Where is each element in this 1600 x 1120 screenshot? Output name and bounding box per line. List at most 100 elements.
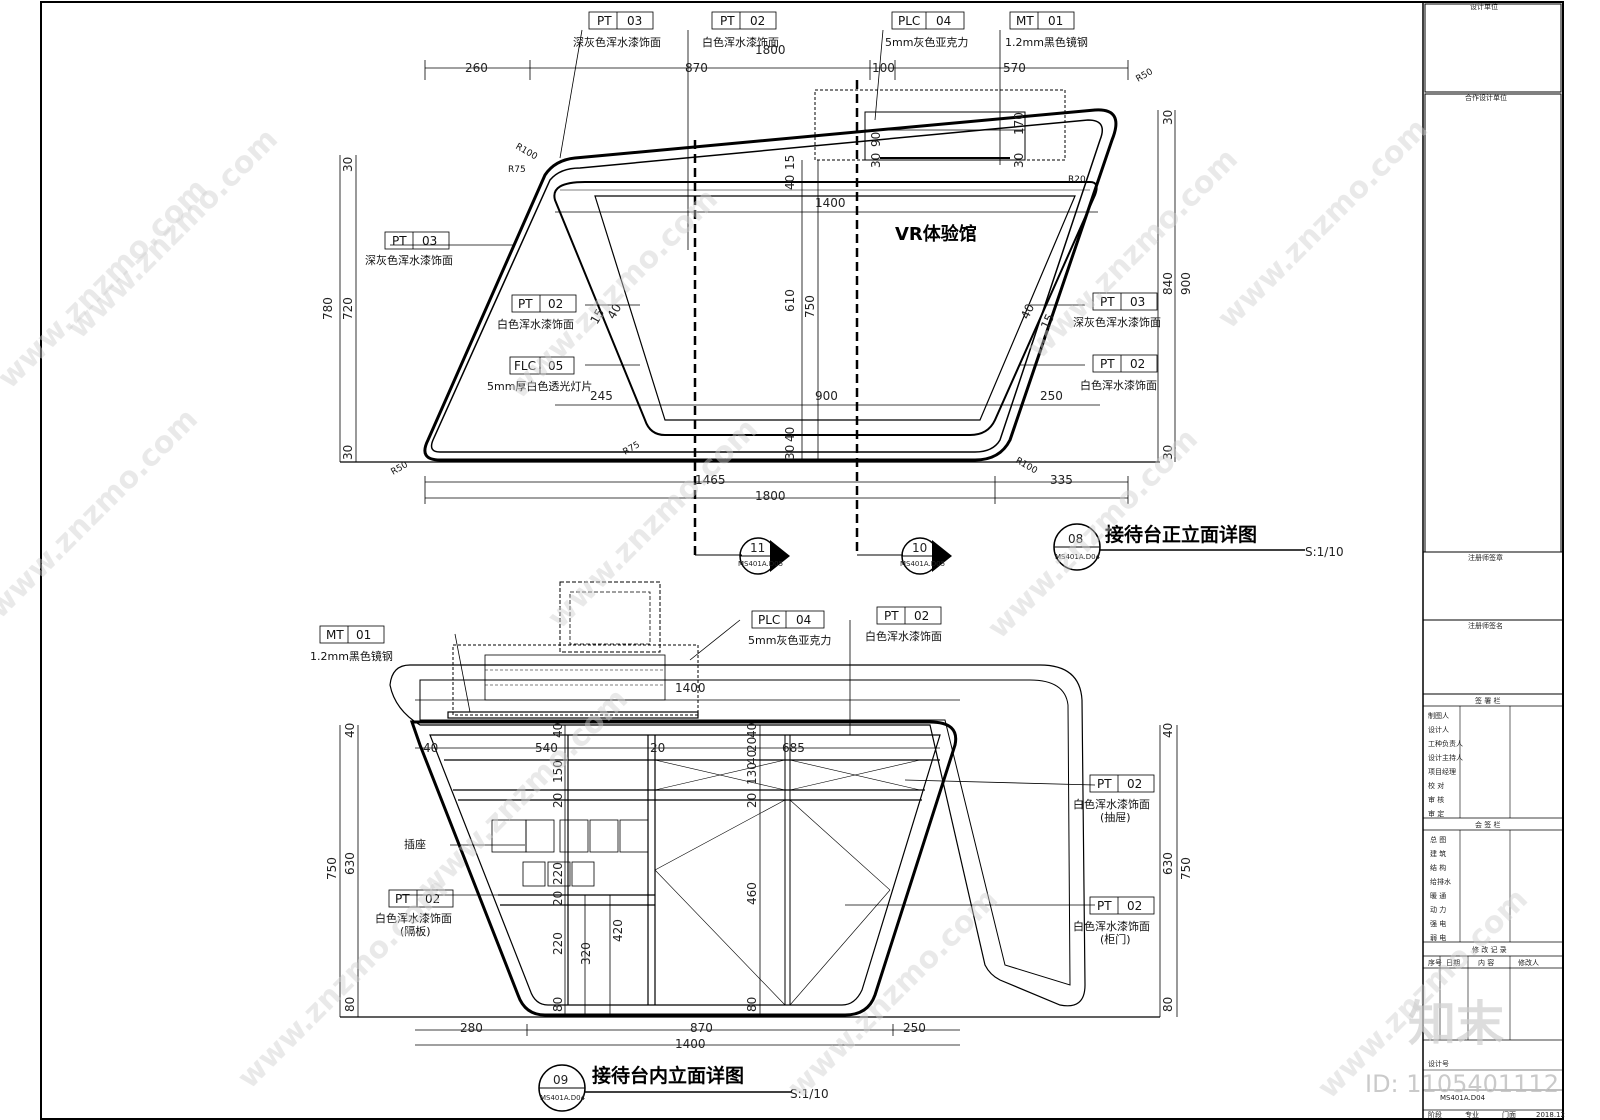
svg-text:PLC: PLC	[898, 14, 920, 28]
svg-text:R50: R50	[1135, 67, 1156, 85]
svg-text:30: 30	[341, 445, 355, 460]
svg-text:1.2mm黑色镜钢: 1.2mm黑色镜钢	[1005, 35, 1088, 49]
svg-text:220: 220	[551, 932, 565, 955]
svg-text:40: 40	[745, 750, 759, 765]
svg-text:www.znzmo.com: www.znzmo.com	[541, 412, 765, 636]
svg-text:20: 20	[745, 737, 759, 752]
svg-text:R100: R100	[1014, 456, 1040, 477]
svg-text:深灰色浑水漆饰面: 深灰色浑水漆饰面	[365, 253, 453, 267]
svg-text:40: 40	[604, 301, 624, 321]
svg-text:260: 260	[465, 61, 488, 75]
svg-text:03: 03	[1130, 295, 1145, 309]
svg-text:15: 15	[1038, 312, 1057, 332]
svg-text:04: 04	[936, 14, 951, 28]
svg-text:2018.12: 2018.12	[1536, 1111, 1565, 1119]
svg-text:强 电: 强 电	[1430, 919, 1446, 928]
svg-text:PT: PT	[884, 609, 899, 623]
svg-text:给排水: 给排水	[1430, 877, 1451, 886]
svg-text:20: 20	[650, 741, 665, 755]
svg-text:1400: 1400	[675, 681, 706, 695]
svg-text:审 核: 审 核	[1428, 795, 1444, 804]
svg-text:5mm厚白色透光灯片: 5mm厚白色透光灯片	[487, 379, 592, 393]
svg-text:设计主持人: 设计主持人	[1428, 753, 1463, 762]
svg-text:MT: MT	[326, 628, 344, 642]
svg-text:PT: PT	[1100, 295, 1115, 309]
svg-text:动 力: 动 力	[1430, 905, 1446, 914]
svg-text:04: 04	[796, 613, 811, 627]
svg-text:1400: 1400	[675, 1037, 706, 1051]
svg-text:R75: R75	[508, 165, 526, 175]
svg-text:540: 540	[535, 741, 558, 755]
dims-d2: 1400 40 540 20 685 40 40 20 40 150 130 2…	[325, 681, 1193, 1051]
svg-text:PLC: PLC	[758, 613, 780, 627]
svg-text:420: 420	[611, 919, 625, 942]
svg-text:校 对: 校 对	[1428, 781, 1444, 790]
svg-text:PT: PT	[1097, 777, 1112, 791]
svg-text:内 容: 内 容	[1478, 958, 1494, 967]
svg-text:570: 570	[1003, 61, 1026, 75]
svg-text:335: 335	[1050, 473, 1073, 487]
svg-text:780: 780	[321, 297, 335, 320]
svg-text:MS401A.D04: MS401A.D04	[1055, 553, 1101, 561]
svg-text:20: 20	[551, 793, 565, 808]
svg-text:www.znzmo.com: www.znzmo.com	[781, 882, 1005, 1106]
svg-text:注册师签名: 注册师签名	[1468, 621, 1503, 630]
title-block	[1422, 2, 1563, 1119]
svg-text:工种负责人: 工种负责人	[1428, 739, 1463, 748]
svg-text:03: 03	[422, 234, 437, 248]
sheet-border	[40, 1, 1564, 1120]
watermarks: www.znzmo.com www.znzmo.com www.znzmo.co…	[0, 112, 1535, 1106]
svg-text:220: 220	[551, 862, 565, 885]
svg-text:签 署 栏: 签 署 栏	[1475, 696, 1500, 705]
svg-text:暖 通: 暖 通	[1430, 891, 1446, 900]
svg-text:PT: PT	[395, 892, 410, 906]
svg-text:900: 900	[815, 389, 838, 403]
section-mark-10: 10 MS401A.D05	[900, 537, 952, 575]
svg-text:150: 150	[551, 760, 565, 783]
svg-text:白色浑水漆饰面: 白色浑水漆饰面	[702, 35, 779, 49]
svg-text:30: 30	[341, 157, 355, 172]
svg-text:840: 840	[1161, 272, 1175, 295]
svg-text:MS401A.D04: MS401A.D04	[1440, 1094, 1486, 1102]
svg-text:02: 02	[548, 297, 563, 311]
svg-text:修改人: 修改人	[1518, 958, 1539, 967]
svg-text:30: 30	[869, 153, 883, 168]
svg-text:40: 40	[745, 723, 759, 738]
svg-text:80: 80	[745, 997, 759, 1012]
svg-text:11: 11	[750, 541, 765, 555]
svg-text:20: 20	[551, 891, 565, 906]
svg-text:设计号: 设计号	[1428, 1059, 1449, 1068]
svg-text:250: 250	[1040, 389, 1063, 403]
svg-text:02: 02	[1130, 357, 1145, 371]
svg-text:40: 40	[783, 427, 797, 442]
svg-text:1400: 1400	[815, 196, 846, 210]
svg-text:1.2mm黑色镜钢: 1.2mm黑色镜钢	[310, 649, 393, 663]
section-mark-11: 11 MS401A.D05	[738, 537, 790, 575]
svg-text:40: 40	[423, 741, 438, 755]
svg-text:170: 170	[1012, 112, 1026, 135]
tag-d1-7: PT 03 深灰色浑水漆饰面	[1073, 292, 1161, 329]
svg-text:结 构: 结 构	[1430, 863, 1446, 872]
svg-text:弱 电: 弱 电	[1430, 933, 1446, 942]
svg-text:30: 30	[1161, 110, 1175, 125]
svg-text:S:1/10: S:1/10	[1305, 545, 1344, 559]
svg-text:02: 02	[750, 14, 765, 28]
svg-text:08: 08	[1068, 532, 1083, 546]
title-block-text: 设计单位 合作设计单位 注册师签章 注册师签名 签 署 栏 制图人 设计人 工种…	[1428, 2, 1565, 1119]
svg-text:30: 30	[1012, 153, 1026, 168]
svg-text:白色浑水漆饰面: 白色浑水漆饰面	[1073, 919, 1150, 933]
svg-text:MS401A.D04: MS401A.D04	[540, 1094, 586, 1102]
svg-text:03: 03	[627, 14, 642, 28]
svg-text:FLC: FLC	[514, 359, 536, 373]
svg-text:深灰色浑水漆饰面: 深灰色浑水漆饰面	[1073, 315, 1161, 329]
svg-text:序号: 序号	[1428, 958, 1442, 967]
id-label: ID: 1105401112	[1365, 1070, 1559, 1098]
svg-text:深灰色浑水漆饰面: 深灰色浑水漆饰面	[573, 35, 661, 49]
